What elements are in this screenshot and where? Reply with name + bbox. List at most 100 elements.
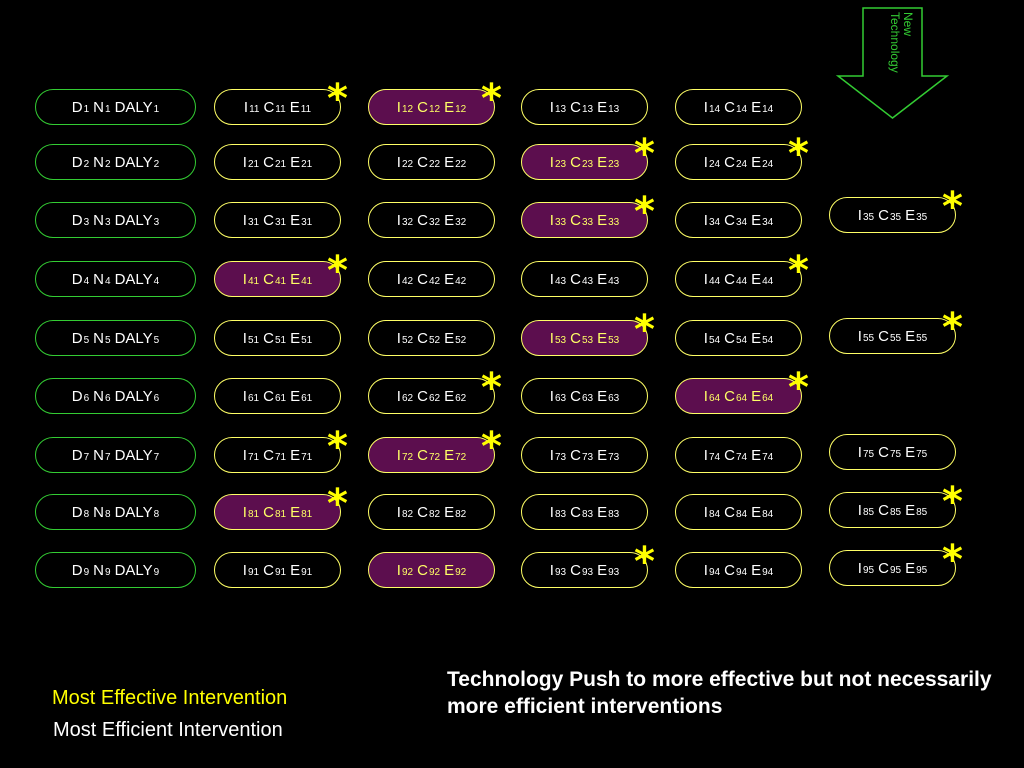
pill-letter: I bbox=[242, 446, 247, 464]
pill-letter: C bbox=[263, 561, 274, 579]
pill-subscript: 5 bbox=[105, 334, 111, 346]
pill-letter: N bbox=[93, 561, 105, 579]
pill-subscript: 23 bbox=[608, 158, 620, 170]
pill-subscript: 5 bbox=[83, 334, 90, 346]
pill-subscript: 83 bbox=[581, 508, 594, 520]
pill-subscript: 2 bbox=[105, 158, 111, 170]
pill-subscript: 51 bbox=[301, 334, 313, 346]
star-marker-23: * bbox=[634, 131, 655, 177]
pill-letter: I bbox=[549, 211, 554, 229]
pill-letter: E bbox=[597, 98, 608, 116]
pill-letter: E bbox=[751, 98, 762, 116]
pill-subscript: 42 bbox=[428, 275, 441, 287]
pill-subscript: 31 bbox=[301, 216, 313, 228]
pill-subscript: 62 bbox=[428, 392, 441, 404]
pill-subscript: 74 bbox=[735, 451, 748, 463]
pill-subscript: 54 bbox=[735, 334, 748, 346]
pill-subscript: 75 bbox=[916, 448, 928, 460]
pill-letter: N bbox=[93, 329, 105, 347]
pill-letter: I bbox=[242, 503, 247, 521]
legend-most-efficient: Most Efficient Intervention bbox=[53, 719, 283, 741]
pill-subscript: 83 bbox=[608, 508, 620, 520]
pill-letter: I bbox=[396, 98, 401, 116]
pill-letter: I bbox=[703, 387, 708, 405]
pill-letter: E bbox=[597, 503, 608, 521]
pill-letter: E bbox=[444, 98, 455, 116]
pill-subscript: 14 bbox=[735, 103, 748, 115]
pill-letter: N bbox=[93, 503, 105, 521]
pill-subscript: 23 bbox=[554, 158, 567, 170]
pill-subscript: 62 bbox=[401, 392, 414, 404]
pill-subscript: 75 bbox=[889, 448, 902, 460]
pill-subscript: 11 bbox=[300, 103, 312, 115]
pill-letter: I bbox=[703, 153, 708, 171]
pill-subscript: 4 bbox=[105, 275, 111, 287]
pill-letter: E bbox=[751, 270, 762, 288]
pill-subscript: 8 bbox=[83, 508, 90, 520]
pill-letter: I bbox=[549, 329, 554, 347]
pill-letter: C bbox=[263, 270, 274, 288]
pill-subscript: 3 bbox=[105, 216, 111, 228]
pill-letter: C bbox=[878, 443, 889, 461]
pill-subscript: 84 bbox=[708, 508, 721, 520]
pill-letter: I bbox=[703, 561, 708, 579]
pill-letter: C bbox=[724, 387, 735, 405]
pill-letter: C bbox=[417, 387, 428, 405]
pill-letter: I bbox=[857, 559, 862, 577]
pill-subscript: 21 bbox=[301, 158, 313, 170]
pill-subscript: 73 bbox=[581, 451, 594, 463]
pill-letter: E bbox=[290, 561, 301, 579]
pill-subscript: 23 bbox=[581, 158, 594, 170]
pill-letter: E bbox=[444, 329, 455, 347]
pill-subscript: 52 bbox=[401, 334, 414, 346]
pill-letter: DALY bbox=[114, 211, 153, 229]
pill-subscript: 35 bbox=[889, 211, 902, 223]
pill-letter: I bbox=[242, 561, 247, 579]
pill-subscript: 24 bbox=[762, 158, 774, 170]
pill-subscript: 4 bbox=[83, 275, 90, 287]
pill-letter: I bbox=[703, 98, 708, 116]
pill-letter: C bbox=[724, 98, 735, 116]
pill-letter: I bbox=[857, 327, 862, 345]
pill-letter: I bbox=[857, 501, 862, 519]
technology-push-caption: Technology Push to more effective but no… bbox=[447, 668, 992, 718]
pill-letter: C bbox=[878, 327, 889, 345]
pill-subscript: 93 bbox=[608, 566, 620, 578]
pill-letter: E bbox=[444, 211, 455, 229]
pill-subscript: 7 bbox=[83, 451, 90, 463]
pill-subscript: 85 bbox=[916, 506, 928, 518]
pill-letter: I bbox=[703, 503, 708, 521]
pill-letter: E bbox=[444, 387, 455, 405]
pill-letter: I bbox=[857, 206, 862, 224]
star-marker-35: * bbox=[942, 184, 963, 230]
pill-letter: I bbox=[549, 270, 554, 288]
star-marker-12: * bbox=[481, 76, 502, 122]
pill-subscript: 13 bbox=[608, 103, 620, 115]
pill-letter: C bbox=[417, 329, 428, 347]
pill-letter: I bbox=[549, 503, 554, 521]
pill-letter: I bbox=[396, 503, 401, 521]
pill-letter: I bbox=[549, 446, 554, 464]
pill-letter: E bbox=[905, 327, 916, 345]
pill-letter: D bbox=[71, 561, 83, 579]
pill-letter: C bbox=[724, 503, 735, 521]
pill-letter: E bbox=[751, 153, 762, 171]
star-marker-62: * bbox=[481, 365, 502, 411]
